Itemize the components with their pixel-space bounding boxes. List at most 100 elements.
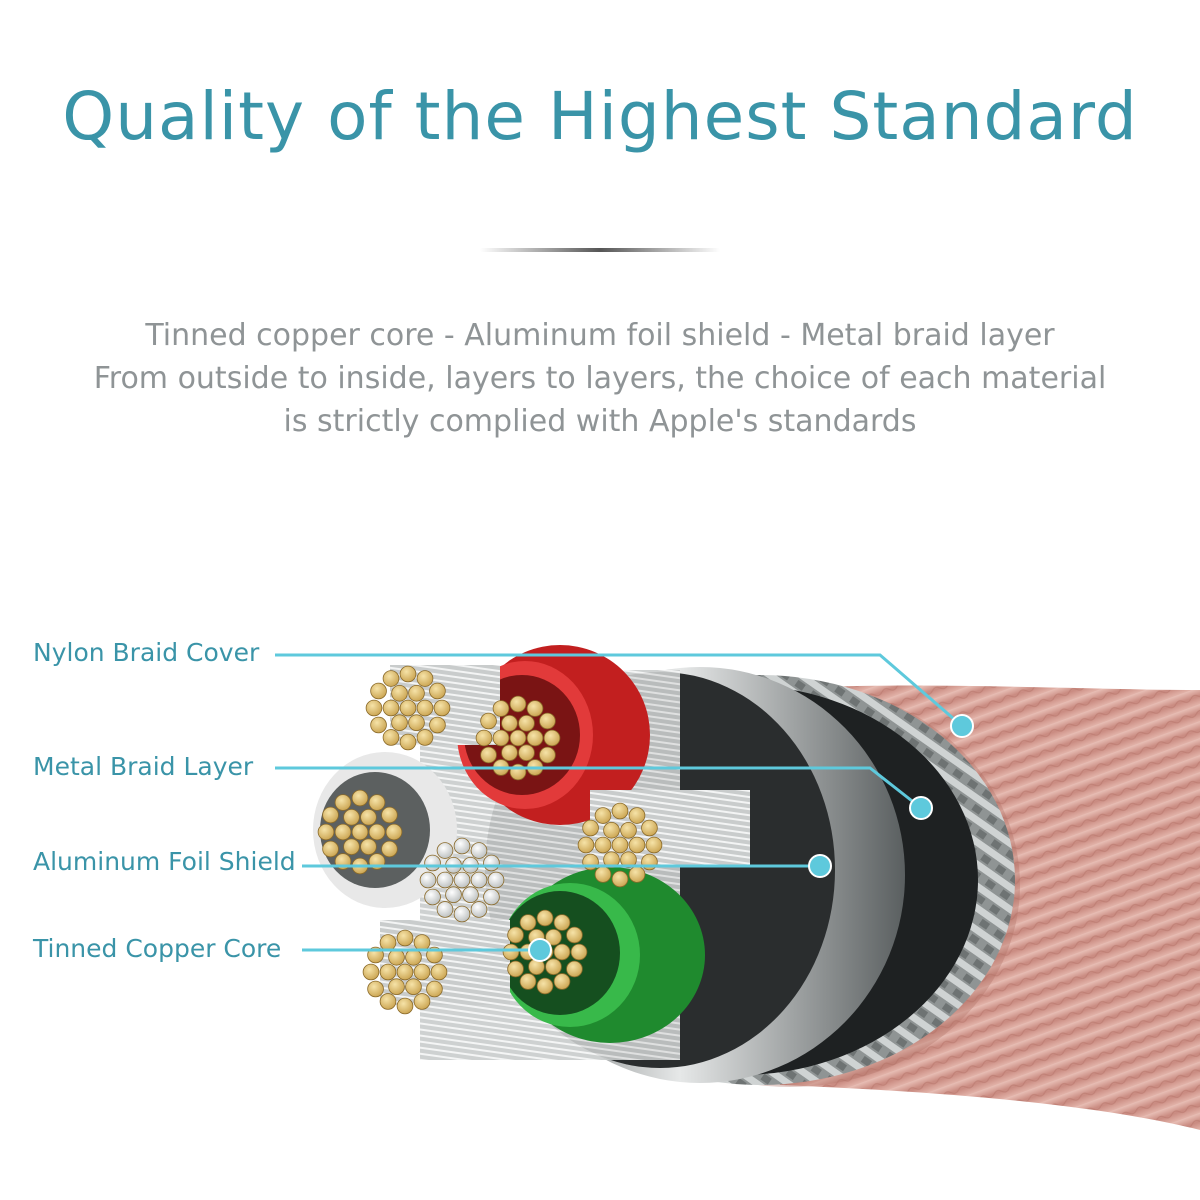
- wire-strand: [453, 837, 471, 855]
- callout-metal-braid-layer: Metal Braid Layer: [33, 752, 254, 781]
- wire-strand: [334, 794, 352, 811]
- wire-strand: [470, 871, 488, 889]
- wire-strand: [362, 963, 380, 981]
- wire-strand: [424, 854, 441, 872]
- wire-strand: [553, 973, 571, 990]
- wire-strand: [419, 871, 437, 889]
- wire-strand: [322, 806, 339, 824]
- wire-strand: [351, 823, 369, 841]
- wire-strand: [582, 853, 599, 871]
- wire-strand: [536, 977, 554, 995]
- silver-strand-bundle: [419, 837, 505, 923]
- wire-strand: [405, 948, 422, 966]
- wire-strand: [382, 670, 400, 687]
- wire-strand: [413, 934, 431, 951]
- wire-strand: [594, 866, 612, 883]
- wire-strand: [603, 821, 620, 839]
- wire-strand: [453, 905, 471, 923]
- wire-strand: [388, 978, 405, 996]
- wire-strand: [368, 823, 386, 841]
- wire-strand: [553, 943, 571, 961]
- description-line: is strictly complied with Apple's standa…: [283, 404, 917, 439]
- wire-strand: [396, 929, 414, 947]
- title-divider: [480, 248, 720, 252]
- wire-strand: [543, 729, 561, 747]
- wire-strand: [413, 963, 431, 981]
- wire-strand: [381, 806, 398, 824]
- wire-strand: [518, 744, 535, 762]
- callout-nylon-braid-cover: Nylon Braid Cover: [33, 638, 260, 667]
- wire-strand: [566, 926, 583, 944]
- wire-strand: [322, 840, 339, 858]
- wire-strand: [519, 914, 537, 931]
- wire-strand: [628, 807, 646, 824]
- wire-strand: [379, 963, 397, 981]
- page-title: Quality of the Highest Standard: [62, 78, 1138, 155]
- wire-strand: [483, 888, 500, 906]
- wire-strand: [480, 712, 497, 730]
- wire-strand: [429, 682, 446, 700]
- wire-strand: [519, 973, 537, 990]
- wire-strand: [470, 901, 488, 918]
- wire-strand: [391, 714, 408, 732]
- wire-strand: [462, 886, 479, 904]
- wire-strand: [501, 714, 518, 732]
- copper-strand-bundle: [365, 665, 451, 751]
- wire-strand: [628, 836, 646, 854]
- wire-strand: [594, 807, 612, 824]
- wire-strand: [405, 978, 422, 996]
- wire-strand: [381, 840, 398, 858]
- copper-strand-bundle: [502, 909, 588, 995]
- wire-strand: [553, 914, 571, 931]
- wire-strand: [365, 699, 383, 717]
- wire-strand: [368, 794, 386, 811]
- wire-strand: [539, 712, 556, 730]
- wire-strand: [603, 851, 620, 869]
- wire-strand: [526, 729, 544, 747]
- wire-strand: [645, 836, 663, 854]
- wire-strand: [408, 684, 425, 702]
- wire-strand: [507, 960, 524, 978]
- wire-strand: [620, 851, 637, 869]
- wire-strand: [566, 960, 583, 978]
- wire-strand: [445, 886, 462, 904]
- wire-strand: [370, 716, 387, 734]
- wire-strand: [416, 699, 434, 717]
- wire-strand: [396, 963, 414, 981]
- wire-strand: [385, 823, 403, 841]
- leader-line-nylon: [275, 653, 963, 728]
- wire-strand: [424, 888, 441, 906]
- wire-strand: [429, 716, 446, 734]
- wire-strand: [413, 993, 431, 1010]
- wire-strand: [430, 963, 448, 981]
- wire-strand: [367, 980, 384, 998]
- wire-strand: [611, 870, 629, 888]
- wire-strand: [379, 934, 397, 951]
- wire-strand: [536, 909, 554, 927]
- wire-strand: [483, 854, 500, 872]
- wire-strand: [391, 684, 408, 702]
- wire-strand: [317, 823, 335, 841]
- wire-strand: [382, 699, 400, 717]
- wire-strand: [611, 836, 629, 854]
- wire-strand: [360, 838, 377, 856]
- callout-aluminum-foil-shield: Aluminum Foil Shield: [33, 847, 296, 876]
- wire-strand: [570, 943, 588, 961]
- wire-strand: [501, 744, 518, 762]
- wire-strand: [620, 821, 637, 839]
- wire-strand: [334, 823, 352, 841]
- wire-strand: [545, 928, 562, 946]
- wire-strand: [436, 871, 454, 889]
- wire-strand: [396, 997, 414, 1015]
- wire-strand: [509, 695, 527, 713]
- wire-strand: [509, 763, 527, 781]
- wire-strand: [416, 729, 434, 746]
- wire-strand: [539, 746, 556, 764]
- wire-strand: [436, 901, 454, 918]
- wire-strand: [475, 729, 493, 747]
- wire-strand: [343, 838, 360, 856]
- wire-strand: [545, 958, 562, 976]
- wire-strand: [582, 819, 599, 837]
- wire-strand: [526, 700, 544, 717]
- wire-strand: [611, 802, 629, 820]
